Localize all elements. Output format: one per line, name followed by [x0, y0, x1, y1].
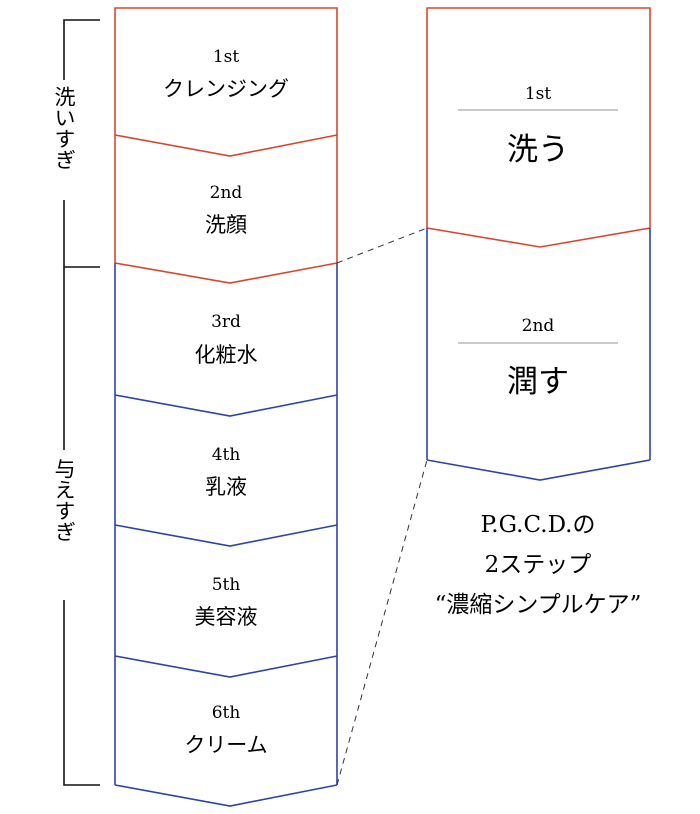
connector-top [336, 227, 428, 264]
give-bracket [63, 267, 100, 786]
step5-bottom-chevron [114, 655, 338, 678]
step3-bottom-chevron [114, 394, 338, 417]
caption-line-3: “濃縮シンプルケア” [435, 592, 642, 618]
caption-line-2: 2ステップ [485, 552, 592, 578]
step6-label: クリーム [184, 733, 267, 757]
step6-number: 6th [212, 703, 241, 723]
step3-number: 3rd [211, 312, 241, 332]
right-wash-box [426, 7, 651, 248]
right-give-box [426, 228, 651, 481]
caption-line-1: P.G.C.D.の [480, 512, 595, 538]
right-step1-chevron [426, 227, 651, 248]
step4-number: 4th [212, 445, 241, 465]
step1-number: 1st [213, 47, 240, 67]
give-bracket-label: 与えすぎ [52, 458, 76, 542]
step2-label: 洗顔 [205, 213, 247, 237]
step5-label: 美容液 [195, 605, 258, 629]
left-wash-boxes [114, 7, 338, 284]
connector-lines [336, 227, 428, 786]
step1-bottom-chevron [114, 134, 338, 157]
step2-number: 2nd [210, 183, 243, 203]
step6-bottom-chevron [114, 784, 338, 807]
step4-label: 乳液 [205, 475, 247, 499]
step2-bottom-chevron [114, 262, 338, 284]
left-give-boxes [114, 263, 338, 807]
right-step1-label: 洗う [507, 132, 569, 168]
step3-label: 化粧水 [195, 343, 258, 367]
right-step1-number: 1st [525, 84, 552, 104]
step5-number: 5th [212, 575, 241, 595]
right-step2-number: 2nd [522, 316, 555, 336]
step1-label: クレンジング [163, 77, 289, 101]
right-step2-label: 潤す [507, 364, 569, 400]
right-step2-chevron [426, 459, 651, 481]
wash-bracket-label: 洗いすぎ [52, 86, 76, 170]
connector-bottom [336, 459, 428, 786]
step4-bottom-chevron [114, 524, 338, 547]
